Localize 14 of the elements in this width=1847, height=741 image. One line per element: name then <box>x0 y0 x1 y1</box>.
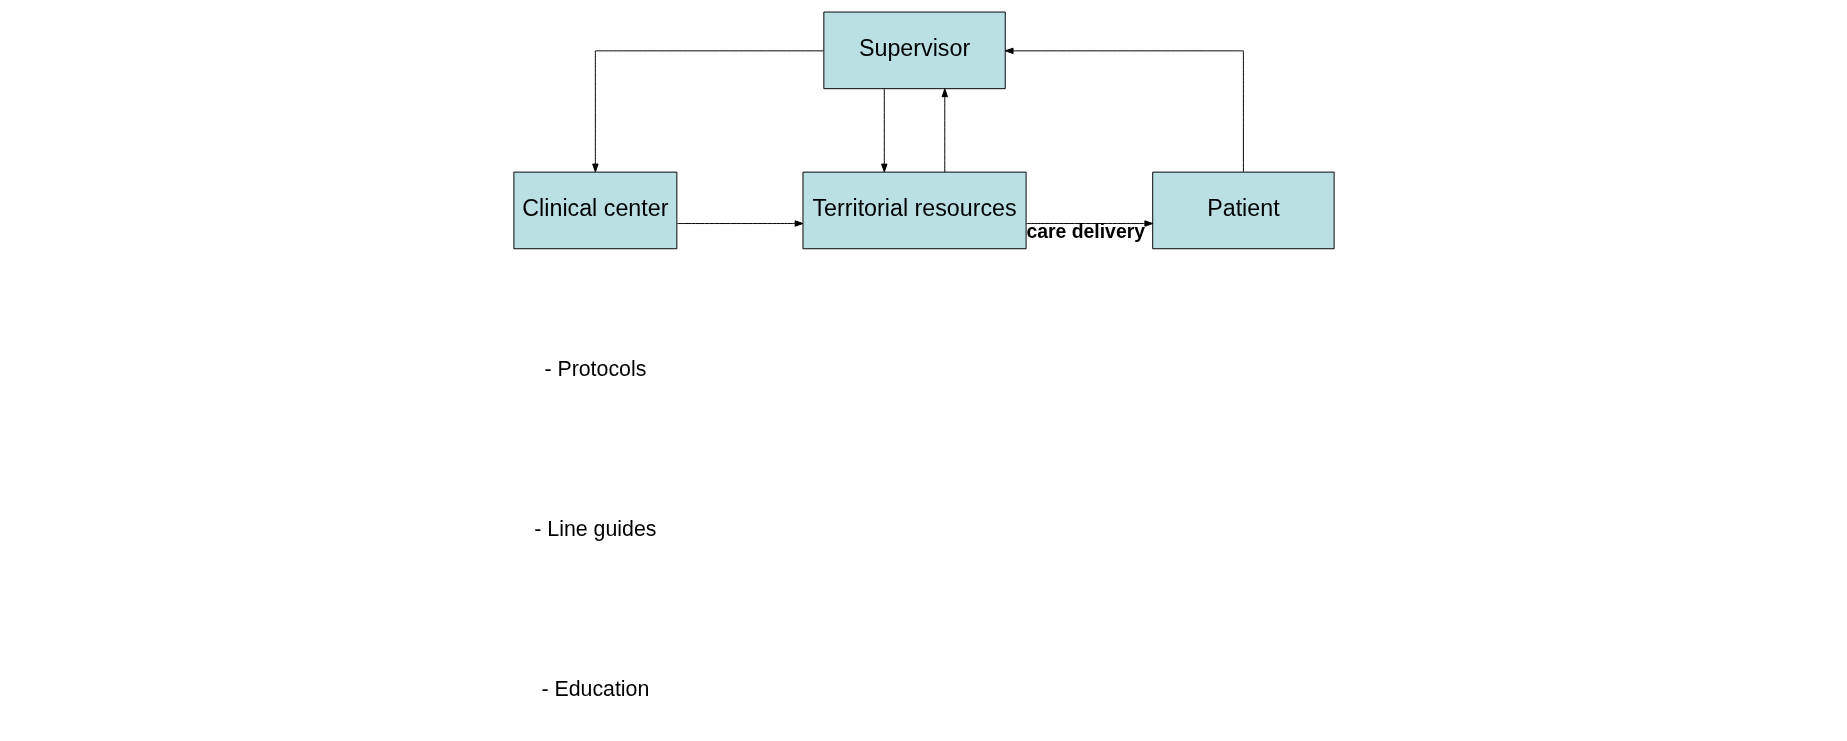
node-box: Clinical center <box>512 171 677 250</box>
arrow <box>591 50 824 173</box>
arrow <box>941 88 948 173</box>
edge-label: care delivery <box>1025 220 1145 243</box>
label: - Protocols <box>543 356 646 381</box>
arrow <box>1004 47 1244 173</box>
arrow <box>880 88 887 173</box>
node-box: Territorial resources <box>802 171 1027 250</box>
node-box: Supervisor <box>822 11 1006 90</box>
label: - Line guides <box>533 517 656 541</box>
node-box: Patient <box>1151 171 1335 250</box>
arrow <box>1025 220 1153 227</box>
label: - Education <box>540 677 649 702</box>
arrow <box>676 220 803 227</box>
